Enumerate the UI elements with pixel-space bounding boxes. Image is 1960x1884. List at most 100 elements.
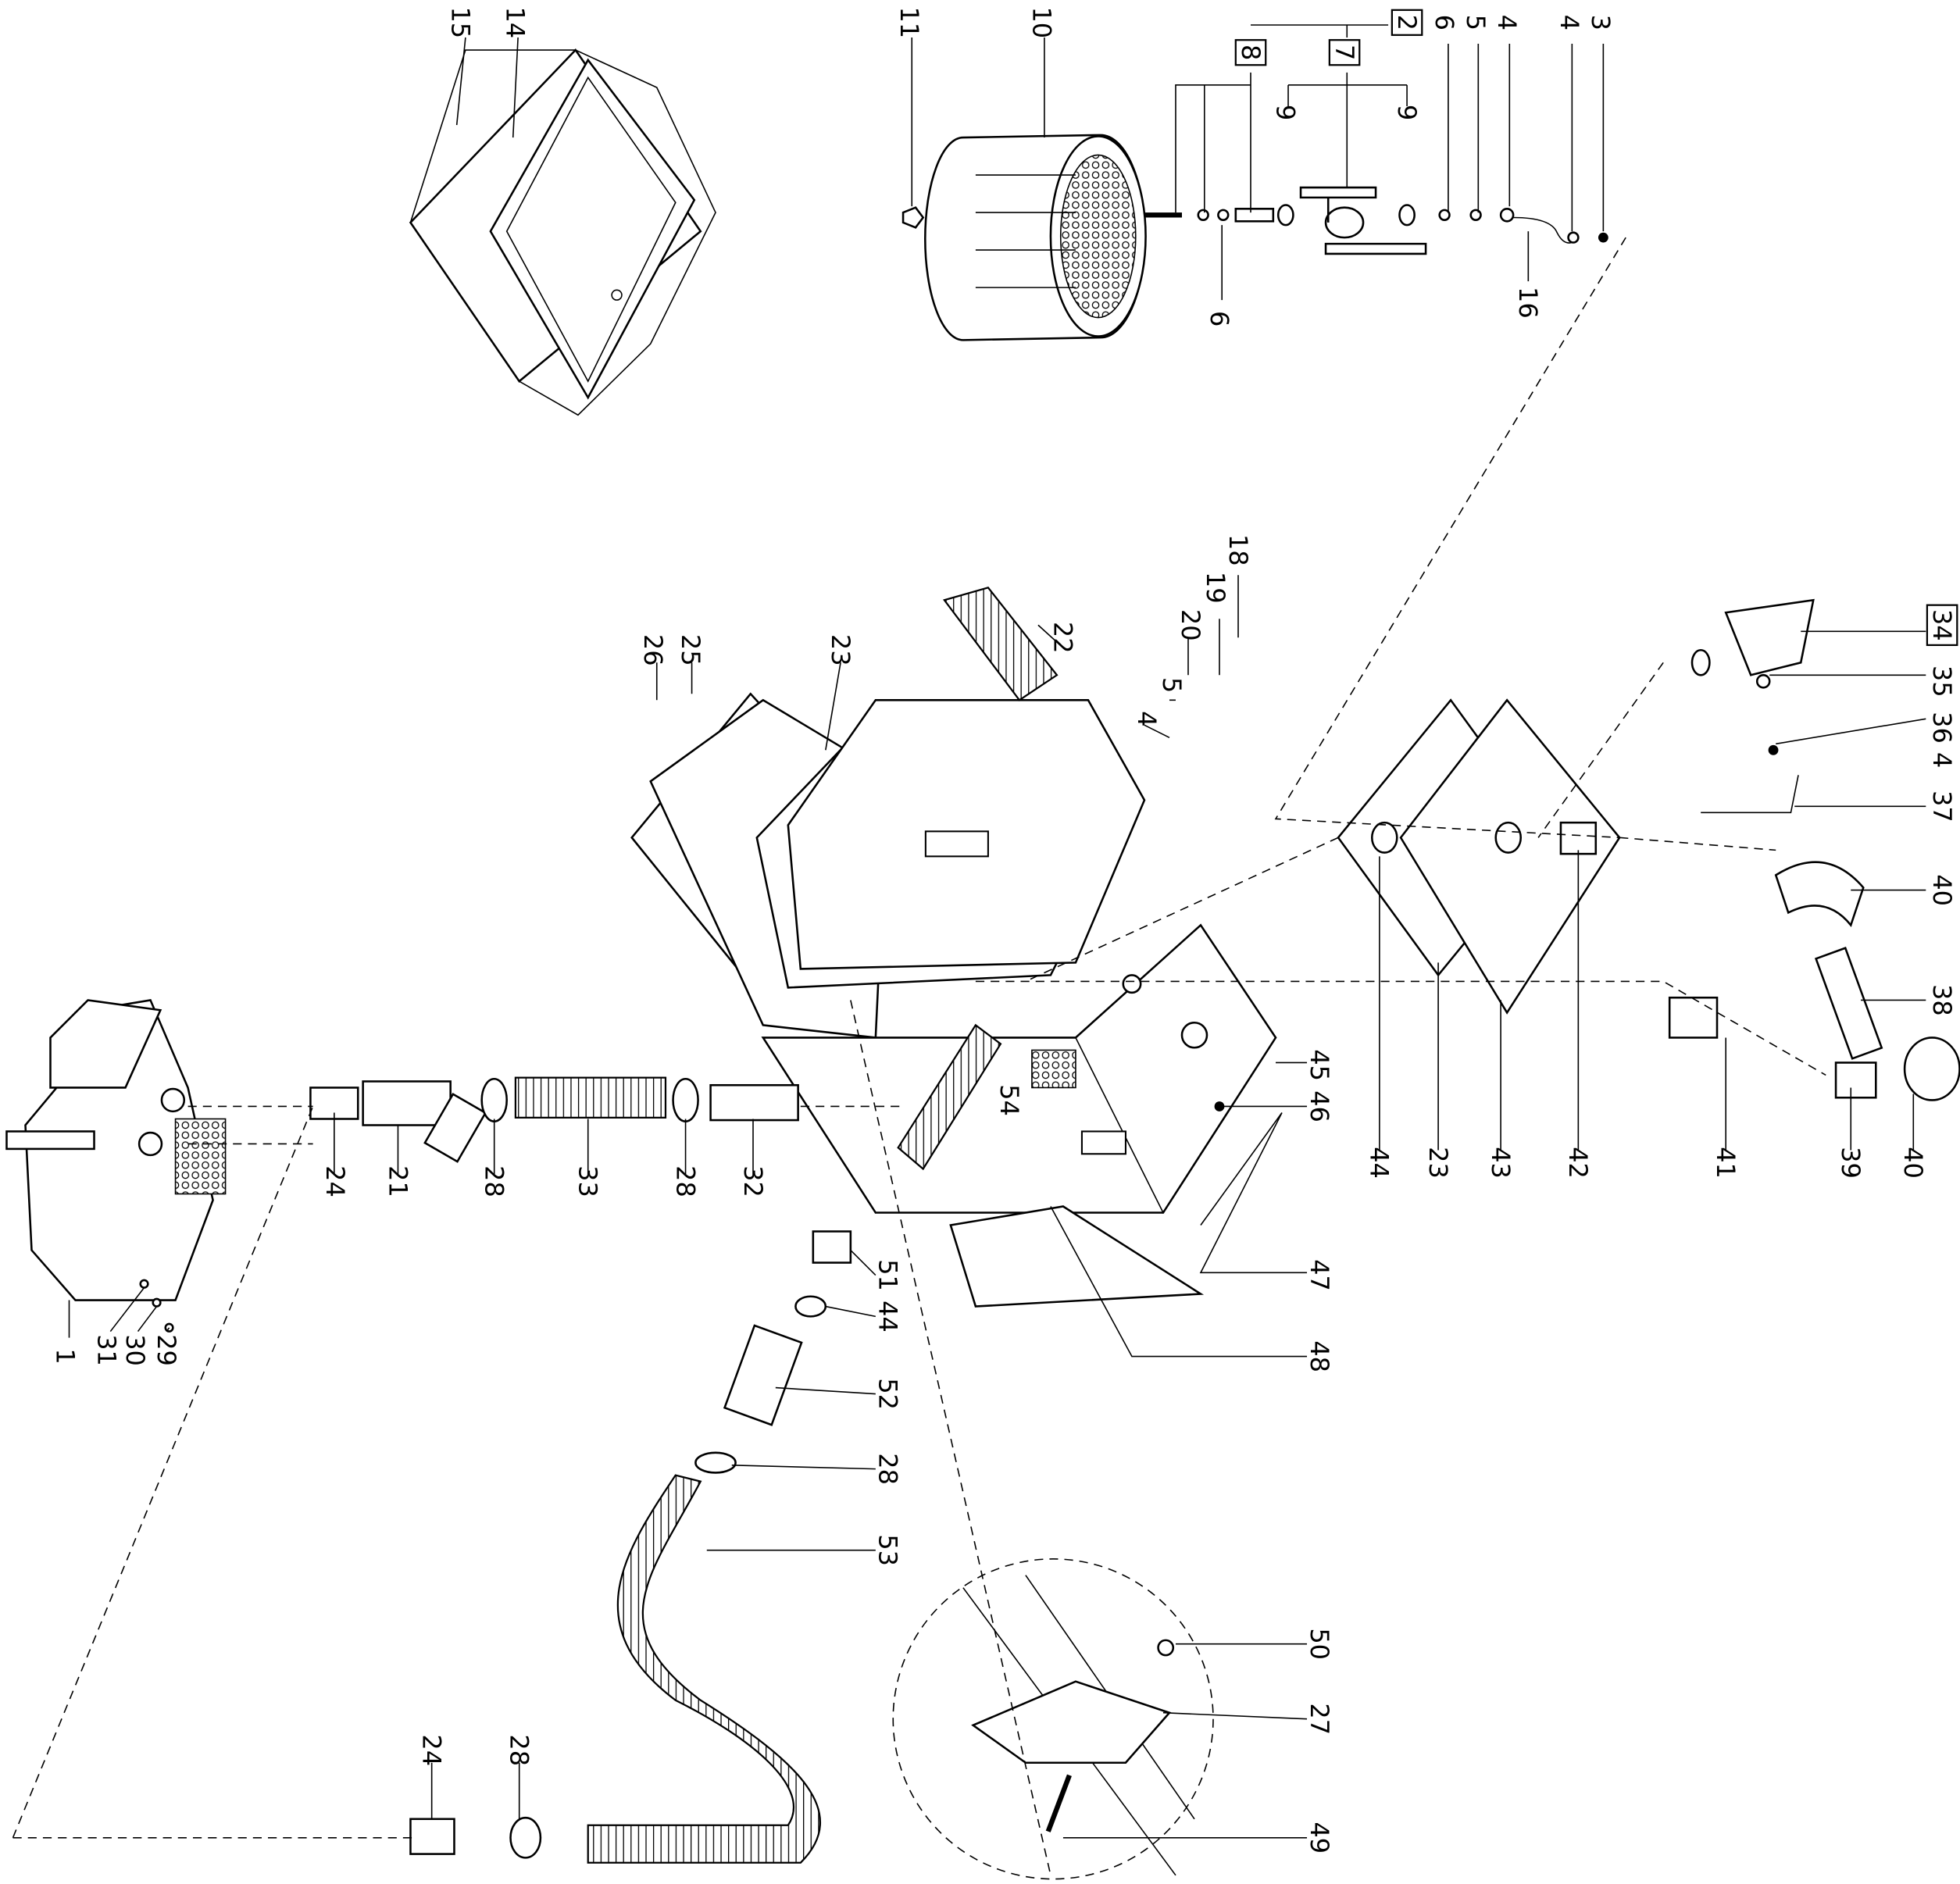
callout-40: 40 <box>1927 874 1957 906</box>
callout-5: 5 <box>1461 15 1491 30</box>
callout-number: 21 <box>383 1165 412 1197</box>
callout-29: 29 <box>152 1334 181 1366</box>
callout-number: 53 <box>873 1534 903 1566</box>
callout-24: 24 <box>320 1165 350 1197</box>
filter-cartridge <box>901 134 1147 341</box>
callout-33: 33 <box>573 1165 603 1197</box>
callout-42: 42 <box>1563 1147 1593 1179</box>
callout-number: 49 <box>1305 1822 1334 1854</box>
callout-4: 4 <box>1927 752 1957 768</box>
callout-44: 44 <box>873 1301 903 1333</box>
callout-number: 2 <box>1392 15 1422 30</box>
callout-number: 3 <box>1586 15 1615 30</box>
callout-number: 44 <box>1365 1147 1394 1179</box>
callout-number: 54 <box>994 1084 1024 1116</box>
callout-number: 14 <box>501 6 530 38</box>
callout-1: 1 <box>51 1348 80 1364</box>
callout-43: 43 <box>1486 1147 1516 1179</box>
lower-pipes <box>409 1230 852 1859</box>
callout-number: 25 <box>676 634 705 666</box>
callout-2: 2 <box>1391 9 1423 36</box>
callout-number: 18 <box>1223 534 1253 566</box>
callout-5: 5 <box>1157 677 1187 693</box>
callout-6: 6 <box>1430 15 1459 30</box>
callout-number: 37 <box>1927 790 1957 822</box>
callout-50: 50 <box>1305 1628 1334 1660</box>
lid-assembly <box>409 48 716 416</box>
callout-34: 34 <box>1926 604 1958 646</box>
callout-number: 23 <box>826 634 855 666</box>
callout-number: 43 <box>1486 1147 1516 1179</box>
callout-28: 28 <box>479 1165 509 1197</box>
callout-number: 29 <box>152 1334 181 1366</box>
callout-number: 30 <box>120 1334 150 1366</box>
callout-number: 16 <box>1513 287 1543 319</box>
detail-view <box>892 1558 1214 1880</box>
callout-45: 45 <box>1305 1049 1334 1081</box>
callout-7: 7 <box>1328 39 1361 66</box>
callout-9: 9 <box>1271 105 1301 120</box>
callout-28: 28 <box>505 1734 534 1766</box>
callout-number: 27 <box>1305 1703 1334 1735</box>
callout-number: 8 <box>1236 45 1266 60</box>
callout-number: 48 <box>1305 1340 1334 1372</box>
callout-number: 50 <box>1305 1628 1334 1660</box>
callout-37: 37 <box>1927 790 1957 822</box>
callout-47: 47 <box>1305 1259 1334 1291</box>
callout-number: 45 <box>1305 1049 1334 1081</box>
callout-number: 34 <box>1927 609 1957 641</box>
callout-22: 22 <box>1048 622 1078 654</box>
callout-number: 19 <box>1201 572 1230 604</box>
callout-number: 44 <box>873 1301 903 1333</box>
callout-box <box>1391 9 1423 36</box>
callout-number: 28 <box>505 1734 534 1766</box>
callout-number: 32 <box>738 1165 768 1197</box>
callout-number: 7 <box>1330 45 1359 60</box>
callout-number: 22 <box>1048 622 1078 654</box>
callout-54: 54 <box>994 1084 1024 1116</box>
callout-number: 26 <box>638 634 668 666</box>
callout-24: 24 <box>416 1734 446 1766</box>
callout-number: 10 <box>1027 6 1057 38</box>
callout-44: 44 <box>1365 1147 1394 1179</box>
callout-25: 25 <box>676 634 705 666</box>
leader-lines <box>68 24 1926 1839</box>
callout-box <box>1926 604 1958 646</box>
callout-number: 9 <box>1392 105 1422 120</box>
callout-36: 36 <box>1927 712 1957 744</box>
callout-number: 24 <box>416 1734 446 1766</box>
callout-35: 35 <box>1927 665 1957 698</box>
callout-16: 16 <box>1513 287 1543 319</box>
callout-box <box>1234 39 1267 66</box>
callout-number: 31 <box>91 1334 121 1366</box>
callout-number: 40 <box>1927 874 1957 906</box>
callout-49: 49 <box>1305 1822 1334 1854</box>
callout-27: 27 <box>1305 1703 1334 1735</box>
callout-number: 4 <box>1927 752 1957 768</box>
callout-38: 38 <box>1927 984 1957 1016</box>
callout-box <box>1328 39 1361 66</box>
callout-32: 32 <box>738 1165 768 1197</box>
callout-8: 8 <box>1234 39 1267 66</box>
callout-11: 11 <box>894 6 924 38</box>
callout-18: 18 <box>1223 534 1253 566</box>
callout-number: 5 <box>1157 677 1187 693</box>
callout-number: 40 <box>1898 1147 1928 1179</box>
callout-30: 30 <box>120 1334 150 1366</box>
callout-number: 6 <box>1205 311 1234 326</box>
callout-number: 33 <box>573 1165 603 1197</box>
callout-number: 39 <box>1836 1147 1865 1179</box>
callout-number: 46 <box>1305 1090 1334 1122</box>
callout-48: 48 <box>1305 1340 1334 1372</box>
callout-number: 42 <box>1563 1147 1593 1179</box>
callout-41: 41 <box>1711 1147 1740 1179</box>
side-panels <box>1337 598 1960 1101</box>
callout-number: 4 <box>1555 15 1584 30</box>
callout-4: 4 <box>1132 711 1162 726</box>
callout-number: 28 <box>873 1453 903 1485</box>
callout-23: 23 <box>1423 1147 1453 1179</box>
callout-14: 14 <box>501 6 530 38</box>
callout-number: 52 <box>873 1378 903 1410</box>
